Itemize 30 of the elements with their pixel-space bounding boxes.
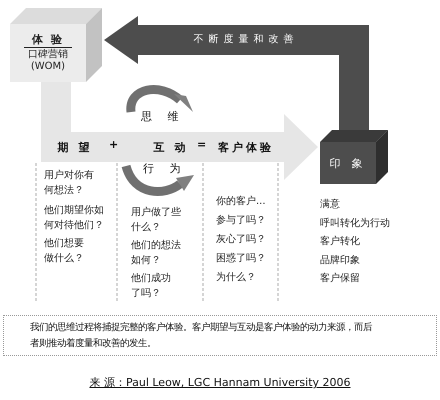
outcome-text: 客户转化: [320, 234, 360, 248]
source-caption: 来 源：Paul Leow, LGC Hannam University 2006: [88, 375, 352, 390]
column-heading: 期 望: [56, 141, 94, 154]
arrow: [41, 82, 318, 180]
operator-sign: =: [197, 138, 206, 151]
question-text: 用户做了些什么？: [131, 206, 182, 235]
question-text: 他们成功了吗？: [131, 272, 172, 301]
cube-title: 印 象: [329, 156, 367, 170]
outcome-text: 呼叫转化为行动: [320, 216, 390, 230]
note-text: 我们的思维过程将捕捉完整的客户体验。客户期望与互动是客户体验的动力来源，而后者则推动着度量和改善的发生。: [30, 321, 373, 351]
cycle-label: 思 维: [141, 110, 184, 123]
outcome-text: 满意: [320, 198, 340, 211]
operator-sign: +: [109, 138, 118, 151]
question-text: 参与了吗？: [216, 214, 266, 228]
note-box: [3, 315, 437, 356]
outcome-text: 客户保留: [320, 272, 360, 285]
outcome-text: 品牌印象: [320, 254, 360, 266]
question-text: 困惑了吗？: [216, 252, 266, 266]
question-text: 你的客户...: [216, 194, 266, 209]
question-text: 他们想要做什么？: [44, 236, 85, 266]
question-text: 他们的想法如何？: [131, 238, 182, 268]
question-text: 他们期望你如何对待他们？: [44, 204, 105, 233]
column-heading: 客户体验: [217, 141, 275, 154]
question-text: 灰心了吗？: [216, 232, 266, 247]
cycle-label: 行 为: [143, 162, 186, 175]
question-text: 为什么？: [216, 270, 256, 285]
column-heading: 互 动: [152, 141, 190, 154]
cube-subtitle: 口碑营销 (WOM): [27, 49, 69, 73]
question-text: 用户对你有何想法？: [44, 168, 95, 198]
cube-title: 体 验: [24, 33, 72, 48]
